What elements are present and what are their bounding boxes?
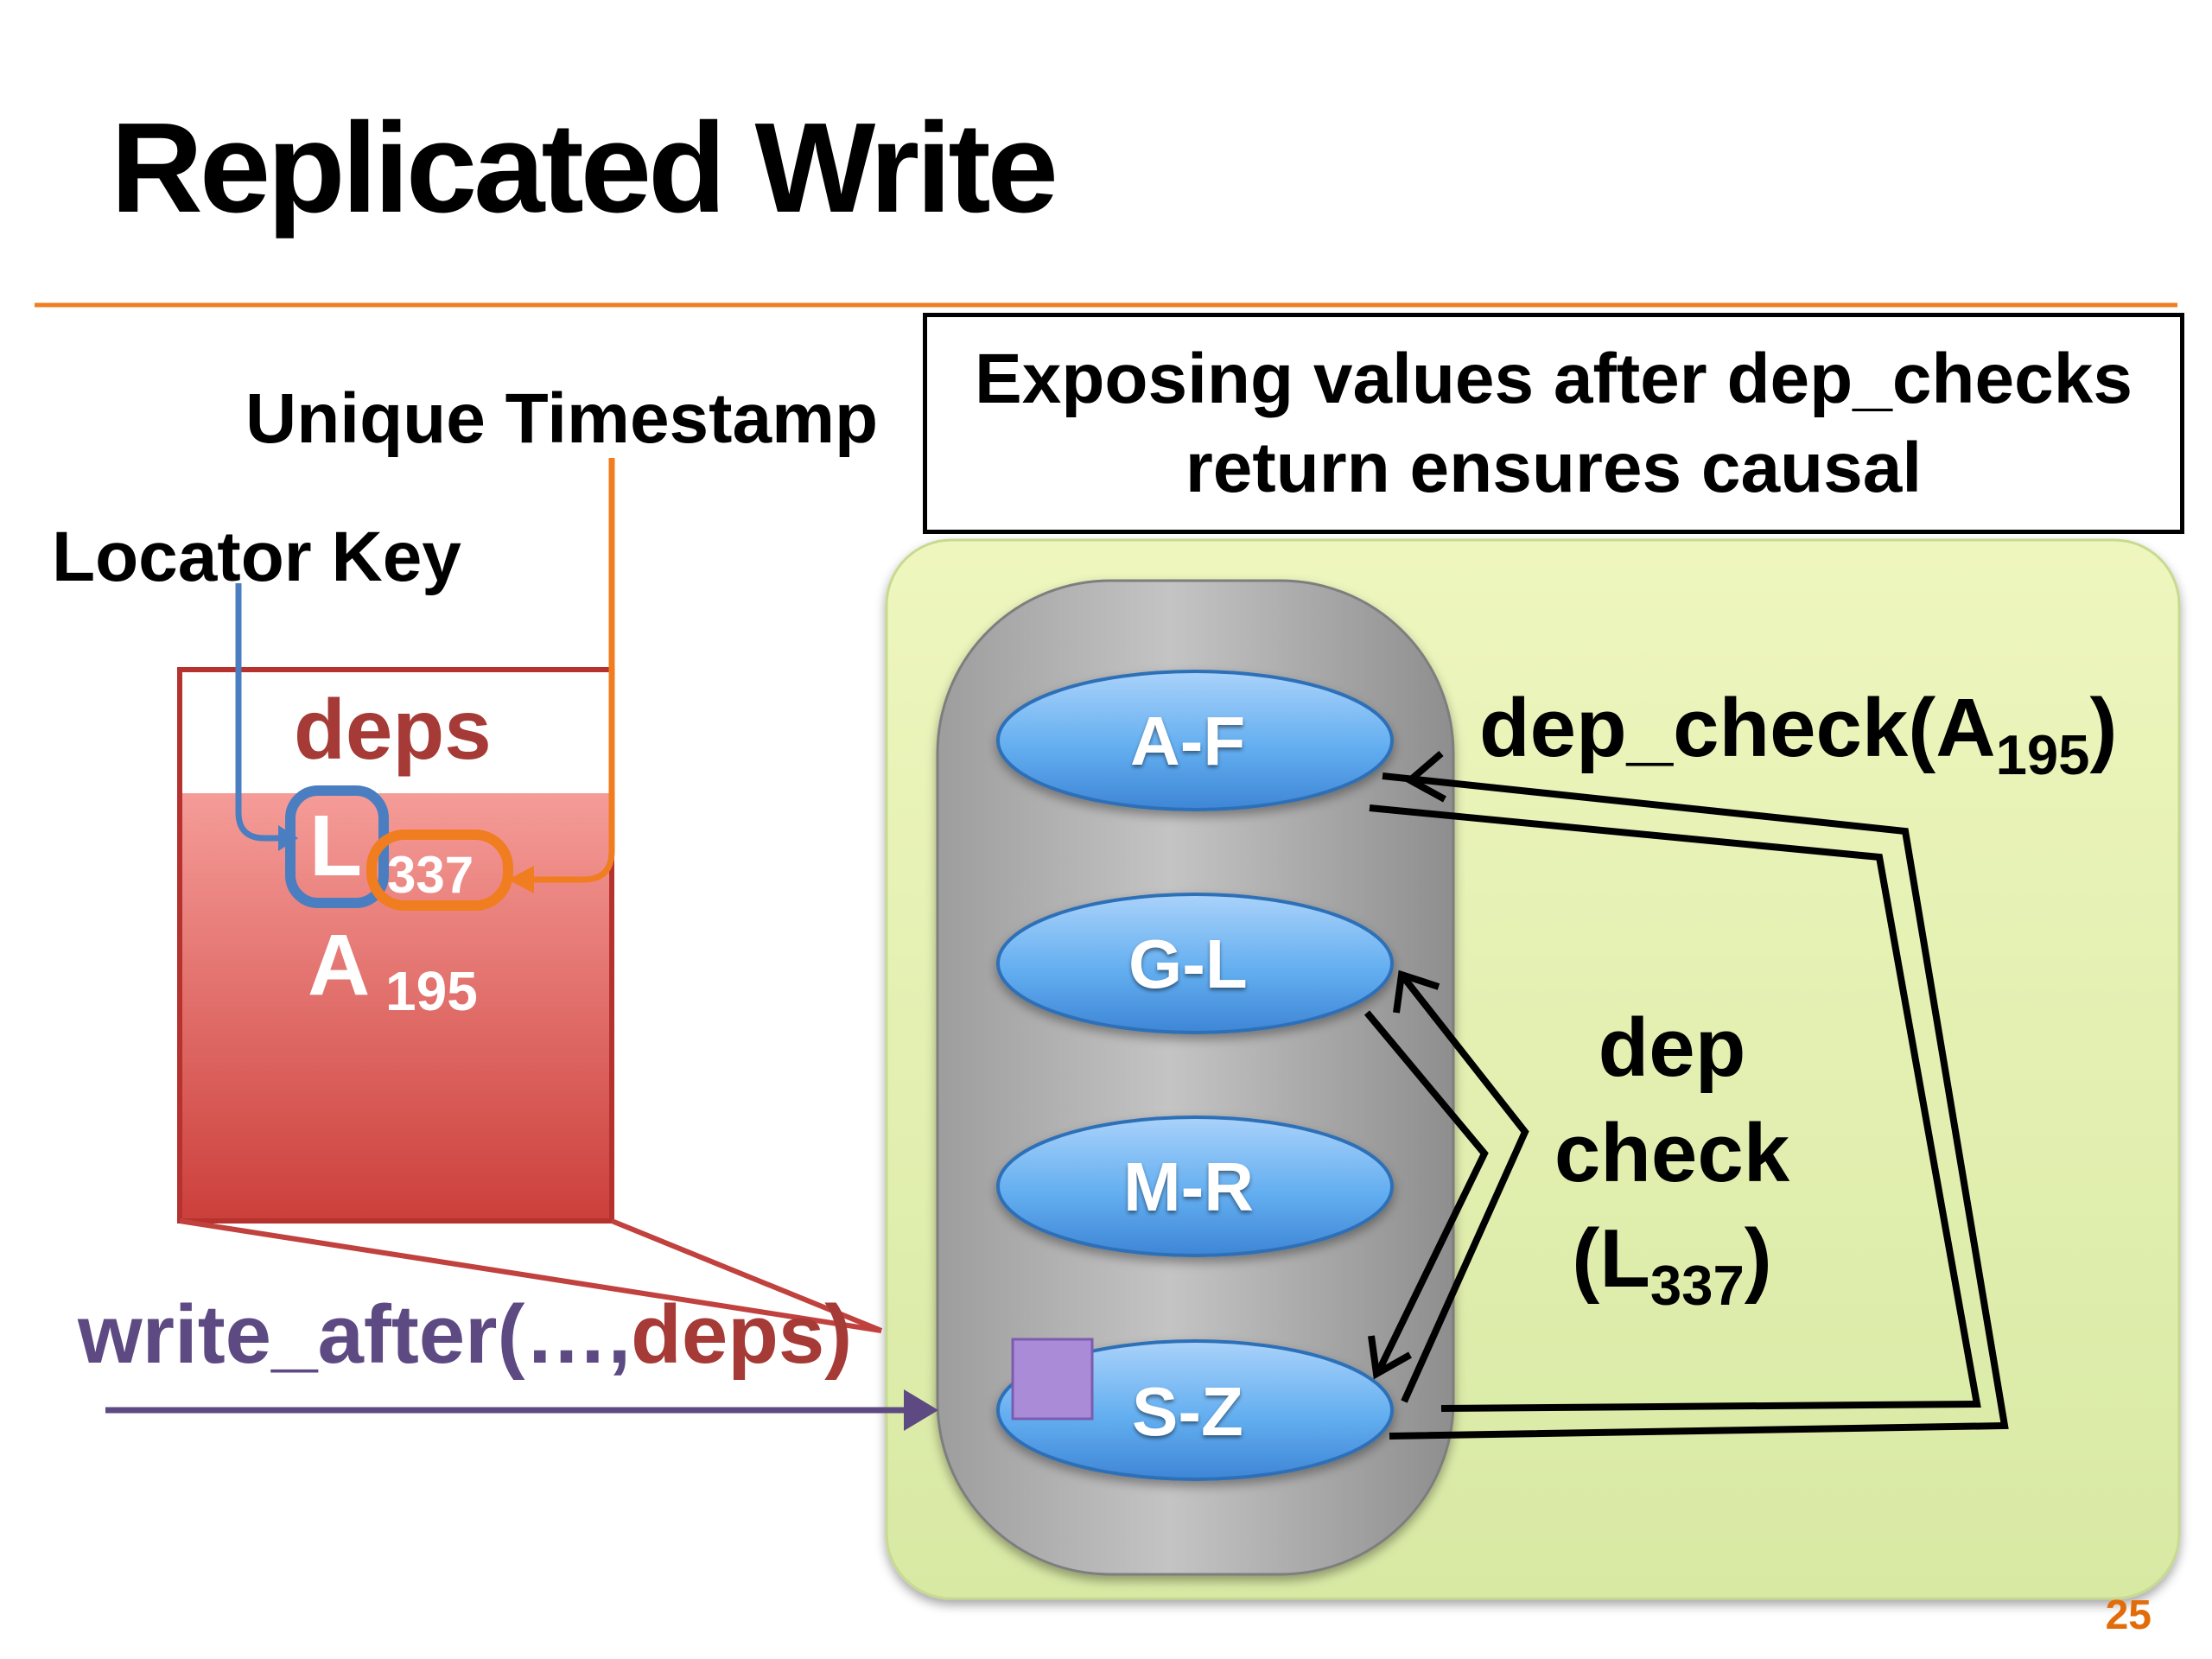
node-m-r bbox=[996, 1116, 1394, 1257]
locator-key-label: Locator Key bbox=[52, 518, 461, 596]
node-a-f bbox=[996, 670, 1394, 811]
dep-a-key: A bbox=[308, 917, 371, 1014]
callout-line-1: Exposing values after dep_checks bbox=[975, 340, 2133, 418]
page-number: 25 bbox=[2105, 1592, 2152, 1638]
write-after-call: write_after(…,deps) bbox=[78, 1287, 852, 1382]
timestamp-connector bbox=[531, 458, 615, 883]
range-label-g-l: G-L bbox=[1128, 925, 1248, 1002]
range-label-a-f: A-F bbox=[1130, 702, 1246, 779]
node-s-z bbox=[996, 1339, 1394, 1481]
write-after-suffix: ) bbox=[824, 1288, 853, 1381]
range-label-m-r: M-R bbox=[1123, 1148, 1255, 1225]
deps-box-header bbox=[180, 670, 612, 795]
dep-check-a-label: dep_check(A195) bbox=[1479, 681, 2118, 786]
deps-box-title: deps bbox=[294, 682, 492, 777]
dep-check-a-close: ) bbox=[2089, 682, 2118, 774]
locator-key-connector bbox=[235, 583, 289, 842]
dep-check-a-arrowhead bbox=[1404, 750, 1446, 803]
dep-check-a-path-inner bbox=[1369, 804, 1981, 1412]
dep-check-l-path-inner bbox=[1363, 1010, 1489, 1374]
dep-check-l-close: ) bbox=[1744, 1212, 1772, 1305]
timestamp-highlight bbox=[366, 830, 513, 911]
callout-line-2: return ensures causal bbox=[1185, 429, 1923, 507]
dep-check-l-line-1: dep bbox=[1598, 1001, 1746, 1094]
dep-check-l-open: (L bbox=[1572, 1212, 1650, 1305]
deps-box-outline bbox=[177, 667, 614, 1224]
write-arrowhead bbox=[904, 1389, 938, 1431]
cluster-capsule bbox=[936, 579, 1455, 1576]
causal-callout: Exposing values after dep_checks return … bbox=[923, 313, 2184, 534]
write-value-square bbox=[1011, 1338, 1094, 1421]
deps-box-body bbox=[180, 793, 612, 1221]
unique-timestamp-label: Unique Timestamp bbox=[245, 379, 879, 458]
dep-check-l-arrowhead-top bbox=[1393, 969, 1440, 1014]
dep-check-l-label: dep check (L337) bbox=[1534, 995, 1810, 1320]
write-after-deps: deps bbox=[631, 1288, 825, 1381]
dep-check-l-sub: 337 bbox=[1649, 1253, 1745, 1317]
dep-check-l-line-2: check bbox=[1554, 1107, 1790, 1199]
dep-check-a-text: dep_check(A bbox=[1479, 682, 1996, 774]
zoom-line-left bbox=[179, 1218, 882, 1333]
dep-timestamp: 337 bbox=[387, 846, 474, 904]
dep-locator-key: L bbox=[309, 798, 363, 894]
dep-check-l-line-3: (L337) bbox=[1534, 1206, 1810, 1320]
dep-check-l-arrowhead-bottom bbox=[1368, 1335, 1412, 1380]
zoom-line-right bbox=[610, 1218, 883, 1333]
node-g-l bbox=[996, 893, 1394, 1034]
write-after-prefix: write_after(…, bbox=[78, 1288, 632, 1381]
dep-a-timestamp: 195 bbox=[385, 960, 478, 1022]
dep-check-a-sub: 195 bbox=[1995, 722, 2090, 786]
dep-check-a-path-outer bbox=[1382, 772, 2009, 1440]
timestamp-arrowhead bbox=[508, 866, 534, 893]
range-label-s-z: S-Z bbox=[1132, 1373, 1243, 1450]
dep-check-l-path-outer bbox=[1398, 972, 1529, 1403]
slide-title: Replicated Write bbox=[111, 97, 1058, 239]
